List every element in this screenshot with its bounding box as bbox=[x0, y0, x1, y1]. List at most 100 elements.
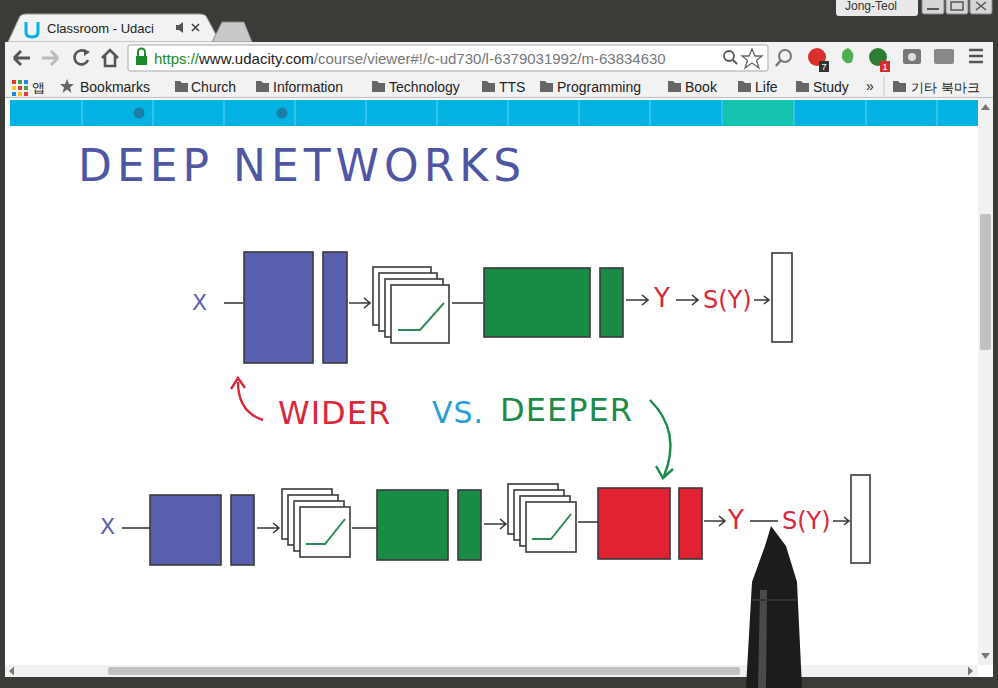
deeper-arrowhead bbox=[656, 466, 673, 478]
maximize-button bbox=[946, 0, 968, 14]
url-scheme: https:// bbox=[154, 51, 199, 66]
apps-dot bbox=[18, 86, 22, 90]
bias-vector bbox=[323, 252, 347, 363]
active-tab bbox=[8, 14, 220, 42]
window-border bbox=[0, 0, 5, 688]
bookmark-folder: Book bbox=[685, 80, 717, 94]
nav-divider bbox=[937, 100, 938, 126]
flow-line bbox=[452, 302, 483, 304]
zoom-handle bbox=[733, 60, 737, 64]
apps-dot bbox=[12, 86, 16, 90]
bias-vector bbox=[600, 268, 623, 337]
bookmark-folder: Programming bbox=[557, 80, 641, 94]
bookmark-folder: Technology bbox=[389, 80, 460, 94]
quiz-dot bbox=[134, 108, 145, 119]
scroll-thumb bbox=[108, 667, 740, 675]
input-line bbox=[122, 527, 150, 529]
nav-divider bbox=[82, 100, 83, 126]
nav-divider bbox=[366, 100, 367, 126]
flow-arrow bbox=[704, 516, 725, 526]
close-button bbox=[970, 0, 992, 14]
logits-symbol: Y bbox=[654, 285, 670, 311]
extension-icon bbox=[934, 49, 954, 64]
site-favicon bbox=[26, 22, 38, 37]
back-button bbox=[14, 51, 30, 65]
comparison-word: VS. bbox=[432, 398, 484, 428]
deep-network bbox=[122, 475, 870, 565]
weight-matrix bbox=[150, 495, 221, 565]
comparison-word: WIDER bbox=[278, 397, 391, 429]
scroll-up-arrow bbox=[981, 104, 990, 110]
deeper-pointer bbox=[650, 400, 670, 476]
nav-divider bbox=[437, 100, 438, 126]
user-badge bbox=[836, 0, 918, 16]
weight-matrix bbox=[598, 488, 670, 559]
relu-unit bbox=[526, 502, 576, 552]
bookmark-folder: Church bbox=[191, 80, 236, 94]
zoom-icon bbox=[724, 51, 734, 61]
url-host: www.udacity.com bbox=[199, 51, 314, 66]
toolbar bbox=[5, 42, 993, 98]
badge-count: 7 bbox=[821, 63, 826, 72]
maximize-glyph bbox=[951, 2, 963, 10]
bias-vector bbox=[458, 490, 481, 560]
nav-divider bbox=[650, 100, 651, 126]
toolbar-border bbox=[5, 97, 993, 98]
nav-divider bbox=[579, 100, 580, 126]
stylus bbox=[746, 526, 802, 688]
folder-icon bbox=[175, 81, 188, 92]
scroll-thumb bbox=[980, 214, 991, 350]
bookmarks-separator bbox=[884, 76, 885, 96]
menu-button bbox=[969, 50, 983, 62]
folder-icon bbox=[540, 81, 553, 92]
scroll-right-arrow bbox=[968, 667, 973, 676]
wider-pointer bbox=[238, 382, 263, 420]
apps-grid bbox=[12, 80, 28, 96]
camera-extension bbox=[903, 49, 921, 64]
folder-icon bbox=[668, 81, 681, 92]
overflow-chevron: » bbox=[866, 79, 874, 93]
tab-title: Classroom - Udaci bbox=[47, 22, 154, 35]
badge-ground bbox=[880, 61, 890, 72]
apps-dot bbox=[24, 92, 28, 96]
nav-divider bbox=[794, 100, 795, 126]
bookmark-folder: TTS bbox=[499, 80, 525, 94]
camera-lens bbox=[908, 53, 916, 61]
output-vector bbox=[851, 475, 870, 563]
flow-arrow bbox=[484, 519, 506, 529]
bookmark-folder: Life bbox=[755, 80, 778, 94]
badge-ground bbox=[819, 61, 829, 72]
softmax-symbol: S(Y) bbox=[703, 288, 752, 312]
apps-shortcut: 앱 bbox=[32, 81, 45, 94]
flow-arrow bbox=[754, 296, 769, 304]
weight-matrix bbox=[244, 252, 313, 363]
stylus-grip-line bbox=[752, 599, 797, 601]
flow-line bbox=[750, 520, 778, 522]
vertical-scrollbar bbox=[978, 98, 993, 665]
forward-button bbox=[42, 51, 58, 65]
apps-dot bbox=[18, 80, 22, 84]
folder-icon bbox=[482, 81, 495, 92]
input-line bbox=[224, 302, 243, 304]
bookmarks-star bbox=[60, 79, 74, 93]
home-button bbox=[102, 50, 118, 66]
nav-divider bbox=[508, 100, 509, 126]
folder-icon bbox=[893, 81, 906, 92]
folder-icon bbox=[738, 81, 751, 92]
flow-arrow bbox=[349, 298, 370, 308]
nav-divider bbox=[153, 100, 154, 126]
nav-divider bbox=[866, 100, 867, 126]
lock-shackle bbox=[138, 49, 145, 57]
flow-arrow bbox=[833, 517, 849, 525]
relu-unit bbox=[300, 507, 350, 557]
scroll-left-arrow bbox=[9, 667, 14, 676]
minimize-glyph bbox=[927, 8, 939, 10]
relu-unit bbox=[391, 285, 449, 343]
input-symbol: X bbox=[100, 516, 115, 538]
extension-icon bbox=[842, 48, 853, 63]
bookmark-item: Bookmarks bbox=[80, 80, 150, 94]
softmax-symbol: S(Y) bbox=[782, 509, 831, 533]
